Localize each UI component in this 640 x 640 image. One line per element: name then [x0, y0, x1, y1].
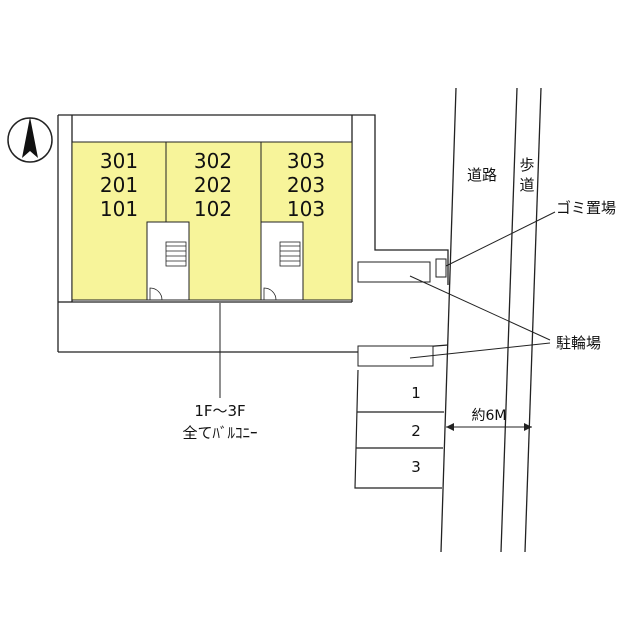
- bicycle-area-1: [357, 261, 431, 283]
- balcony-note-line2: 全てﾊﾞﾙｺﾆｰ: [182, 424, 257, 442]
- unit-number: 203: [287, 173, 325, 197]
- road: [440, 87, 542, 553]
- north-arrow-icon: [7, 117, 53, 163]
- sidewalk-label-2: 道: [519, 176, 534, 194]
- garbage-area: [435, 258, 447, 278]
- parking-area: [354, 369, 444, 489]
- unit-number: 303: [287, 149, 325, 173]
- unit-number: 101: [100, 197, 138, 221]
- parking-space-number: 1: [411, 384, 421, 402]
- garbage-label: ゴミ置場: [556, 199, 616, 217]
- road-width-dimension: 約6M: [446, 408, 532, 431]
- unit-labels: 301 201 101 302 202 102 303 203 103: [100, 149, 325, 221]
- road-width-label: 約6M: [472, 408, 507, 424]
- balcony-note: 1F～3F 全てﾊﾞﾙｺﾆｰ: [182, 303, 258, 442]
- balcony-note-line1: 1F～3F: [194, 402, 245, 420]
- unit-blocks: [71, 141, 353, 301]
- unit-number: 202: [194, 173, 232, 197]
- parking-space-number: 2: [411, 422, 421, 440]
- bicycle-area-2: [357, 345, 434, 367]
- unit-number: 301: [100, 149, 138, 173]
- unit-number: 103: [287, 197, 325, 221]
- sidewalk-label-1: 歩: [519, 156, 534, 174]
- parking-space-number: 3: [411, 458, 421, 476]
- unit-number: 302: [194, 149, 232, 173]
- unit-number: 201: [100, 173, 138, 197]
- bicycle-label: 駐輪場: [556, 334, 601, 352]
- unit-number: 102: [194, 197, 232, 221]
- road-label: 道路: [467, 166, 497, 184]
